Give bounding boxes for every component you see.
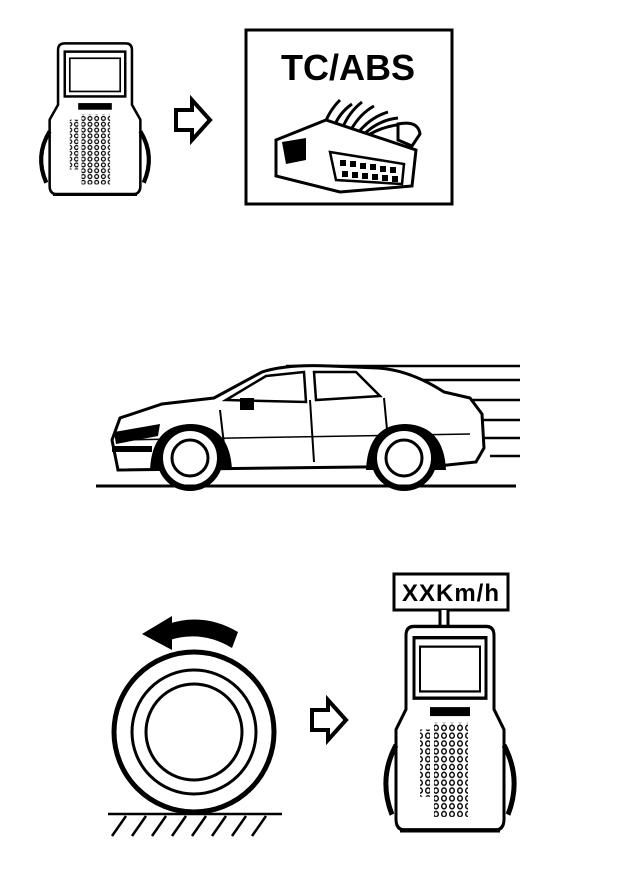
right-arrow-icon: [174, 98, 212, 142]
front-wheel-icon: [150, 424, 232, 491]
panel-wheel-speed: XXKm/h: [108, 572, 514, 837]
right-arrow-icon: [310, 698, 348, 742]
speed-callout: XXKm/h: [392, 572, 510, 658]
connector-label: TC/ABS: [281, 47, 415, 88]
panel-connect-scan-tool: TC/ABS: [41, 28, 454, 206]
scan-tool-icon: [386, 626, 514, 830]
dlc-connector-icon: [274, 118, 422, 194]
panel-drive-vehicle: [96, 364, 520, 491]
rear-wheel-icon: [366, 424, 446, 491]
sedan-car-icon: [110, 364, 486, 491]
ground-hatch: [108, 812, 282, 837]
scan-tool-icon: [41, 43, 149, 194]
speed-readout: XXKm/h: [402, 580, 500, 607]
dlc-connector-box: TC/ABS: [244, 28, 454, 206]
rotation-arrow-icon: [142, 616, 238, 650]
tire-icon: [111, 649, 277, 815]
